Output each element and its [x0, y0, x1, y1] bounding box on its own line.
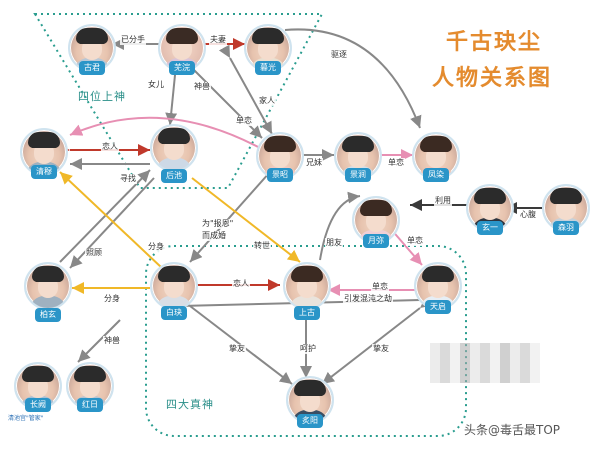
edge-label-nv-er: 女儿 [147, 80, 165, 90]
edge-label-dan-lian-ym: 单恋 [406, 236, 424, 246]
edge-label-qu-zhu: 驱逐 [330, 50, 348, 60]
pixelated-region [430, 343, 540, 383]
true-gods-boundary [145, 245, 467, 437]
name-tag-gujun: 古君 [79, 61, 105, 75]
name-tag-xuanyi: 玄一 [477, 221, 503, 235]
edge-label-lian-ren-mid: 恋人 [232, 279, 250, 289]
name-tag-jingzhao: 景昭 [267, 168, 293, 182]
name-tag-shanggu: 上古 [294, 306, 320, 320]
edge-label-zhi-you-1: 挚友 [228, 344, 246, 354]
edge-label-lian-ren-top: 恋人 [101, 142, 119, 152]
edge-label-dan-lian-tq: 单恋 [371, 282, 389, 292]
name-tag-jingjian: 景涧 [345, 168, 371, 182]
name-tag-houchi: 后池 [161, 169, 187, 183]
edge-label-yin-fa: 引发混沌之劫 [343, 294, 393, 304]
name-tag-yueyan: 月弥 [363, 234, 389, 248]
name-tag-tianqi: 天启 [425, 300, 451, 314]
edge-label-dan-lian-top: 单恋 [235, 116, 253, 126]
edge-label-xin-fu: 心腹 [519, 210, 537, 220]
edge-label-shen-shou-2: 神兽 [103, 336, 121, 346]
watermark-text: 头条@毒舌最TOP [464, 423, 561, 437]
edge-label-fu-qi: 夫妻 [209, 35, 227, 45]
edge-label-wei-bao-en: 为"报恩" [201, 219, 235, 229]
edge-label-zhi-you-2: 挚友 [372, 344, 390, 354]
edge-label-fen-shen-2: 分身 [103, 294, 121, 304]
avatar-baijue [150, 262, 198, 310]
edge-label-dan-lian-mid: 单恋 [387, 158, 405, 168]
footnote-text: 清池宫"管家" [8, 415, 44, 422]
edge-label-zhuan-shi: 转世 [253, 241, 271, 251]
edge-label-hu-hu: 呵护 [299, 344, 317, 354]
edge-label-er-cheng-qin: 而成婚 [201, 231, 227, 241]
edge-label-xiong-mei: 兄妹 [305, 158, 323, 168]
edge-label-shen-shou: 神兽 [193, 82, 211, 92]
group-label-true-gods: 四大真神 [166, 398, 214, 411]
name-tag-changque: 长阙 [25, 398, 51, 412]
diagram-title-line2: 人物关系图 [432, 65, 553, 91]
group-label-upper-gods: 四位上神 [78, 90, 126, 103]
name-tag-hongri: 红日 [77, 398, 103, 412]
name-tag-fengran: 凤染 [423, 168, 449, 182]
avatar-baixuan [24, 262, 72, 310]
edge-label-jia-ren: 家人 [258, 96, 276, 106]
name-tag-moguang: 暮光 [255, 61, 281, 75]
edge-label-yi-fen-shou: 已分手 [120, 35, 146, 45]
name-tag-yanyang: 炙阳 [297, 414, 323, 428]
name-tag-baijue: 白玦 [161, 306, 187, 320]
edge-label-li-yong: 利用 [434, 196, 452, 206]
avatar-houchi [150, 124, 198, 172]
avatar-yueyan [352, 196, 400, 244]
edge-label-zhao-gu: 照顾 [85, 248, 103, 258]
edge-label-peng-you: 朋友 [325, 238, 343, 248]
diagram-title-line1: 千古玦尘 [446, 29, 543, 55]
name-tag-sentiment: 森羽 [553, 221, 579, 235]
avatar-shanggu [283, 262, 331, 310]
name-tag-wuyuan: 芜浣 [169, 61, 195, 75]
name-tag-qingmu: 清穆 [31, 165, 57, 179]
edge-label-fen-shen-1: 分身 [147, 242, 165, 252]
name-tag-baixuan: 柏玄 [35, 308, 61, 322]
edge-label-xun-zhao: 寻找 [119, 174, 137, 184]
